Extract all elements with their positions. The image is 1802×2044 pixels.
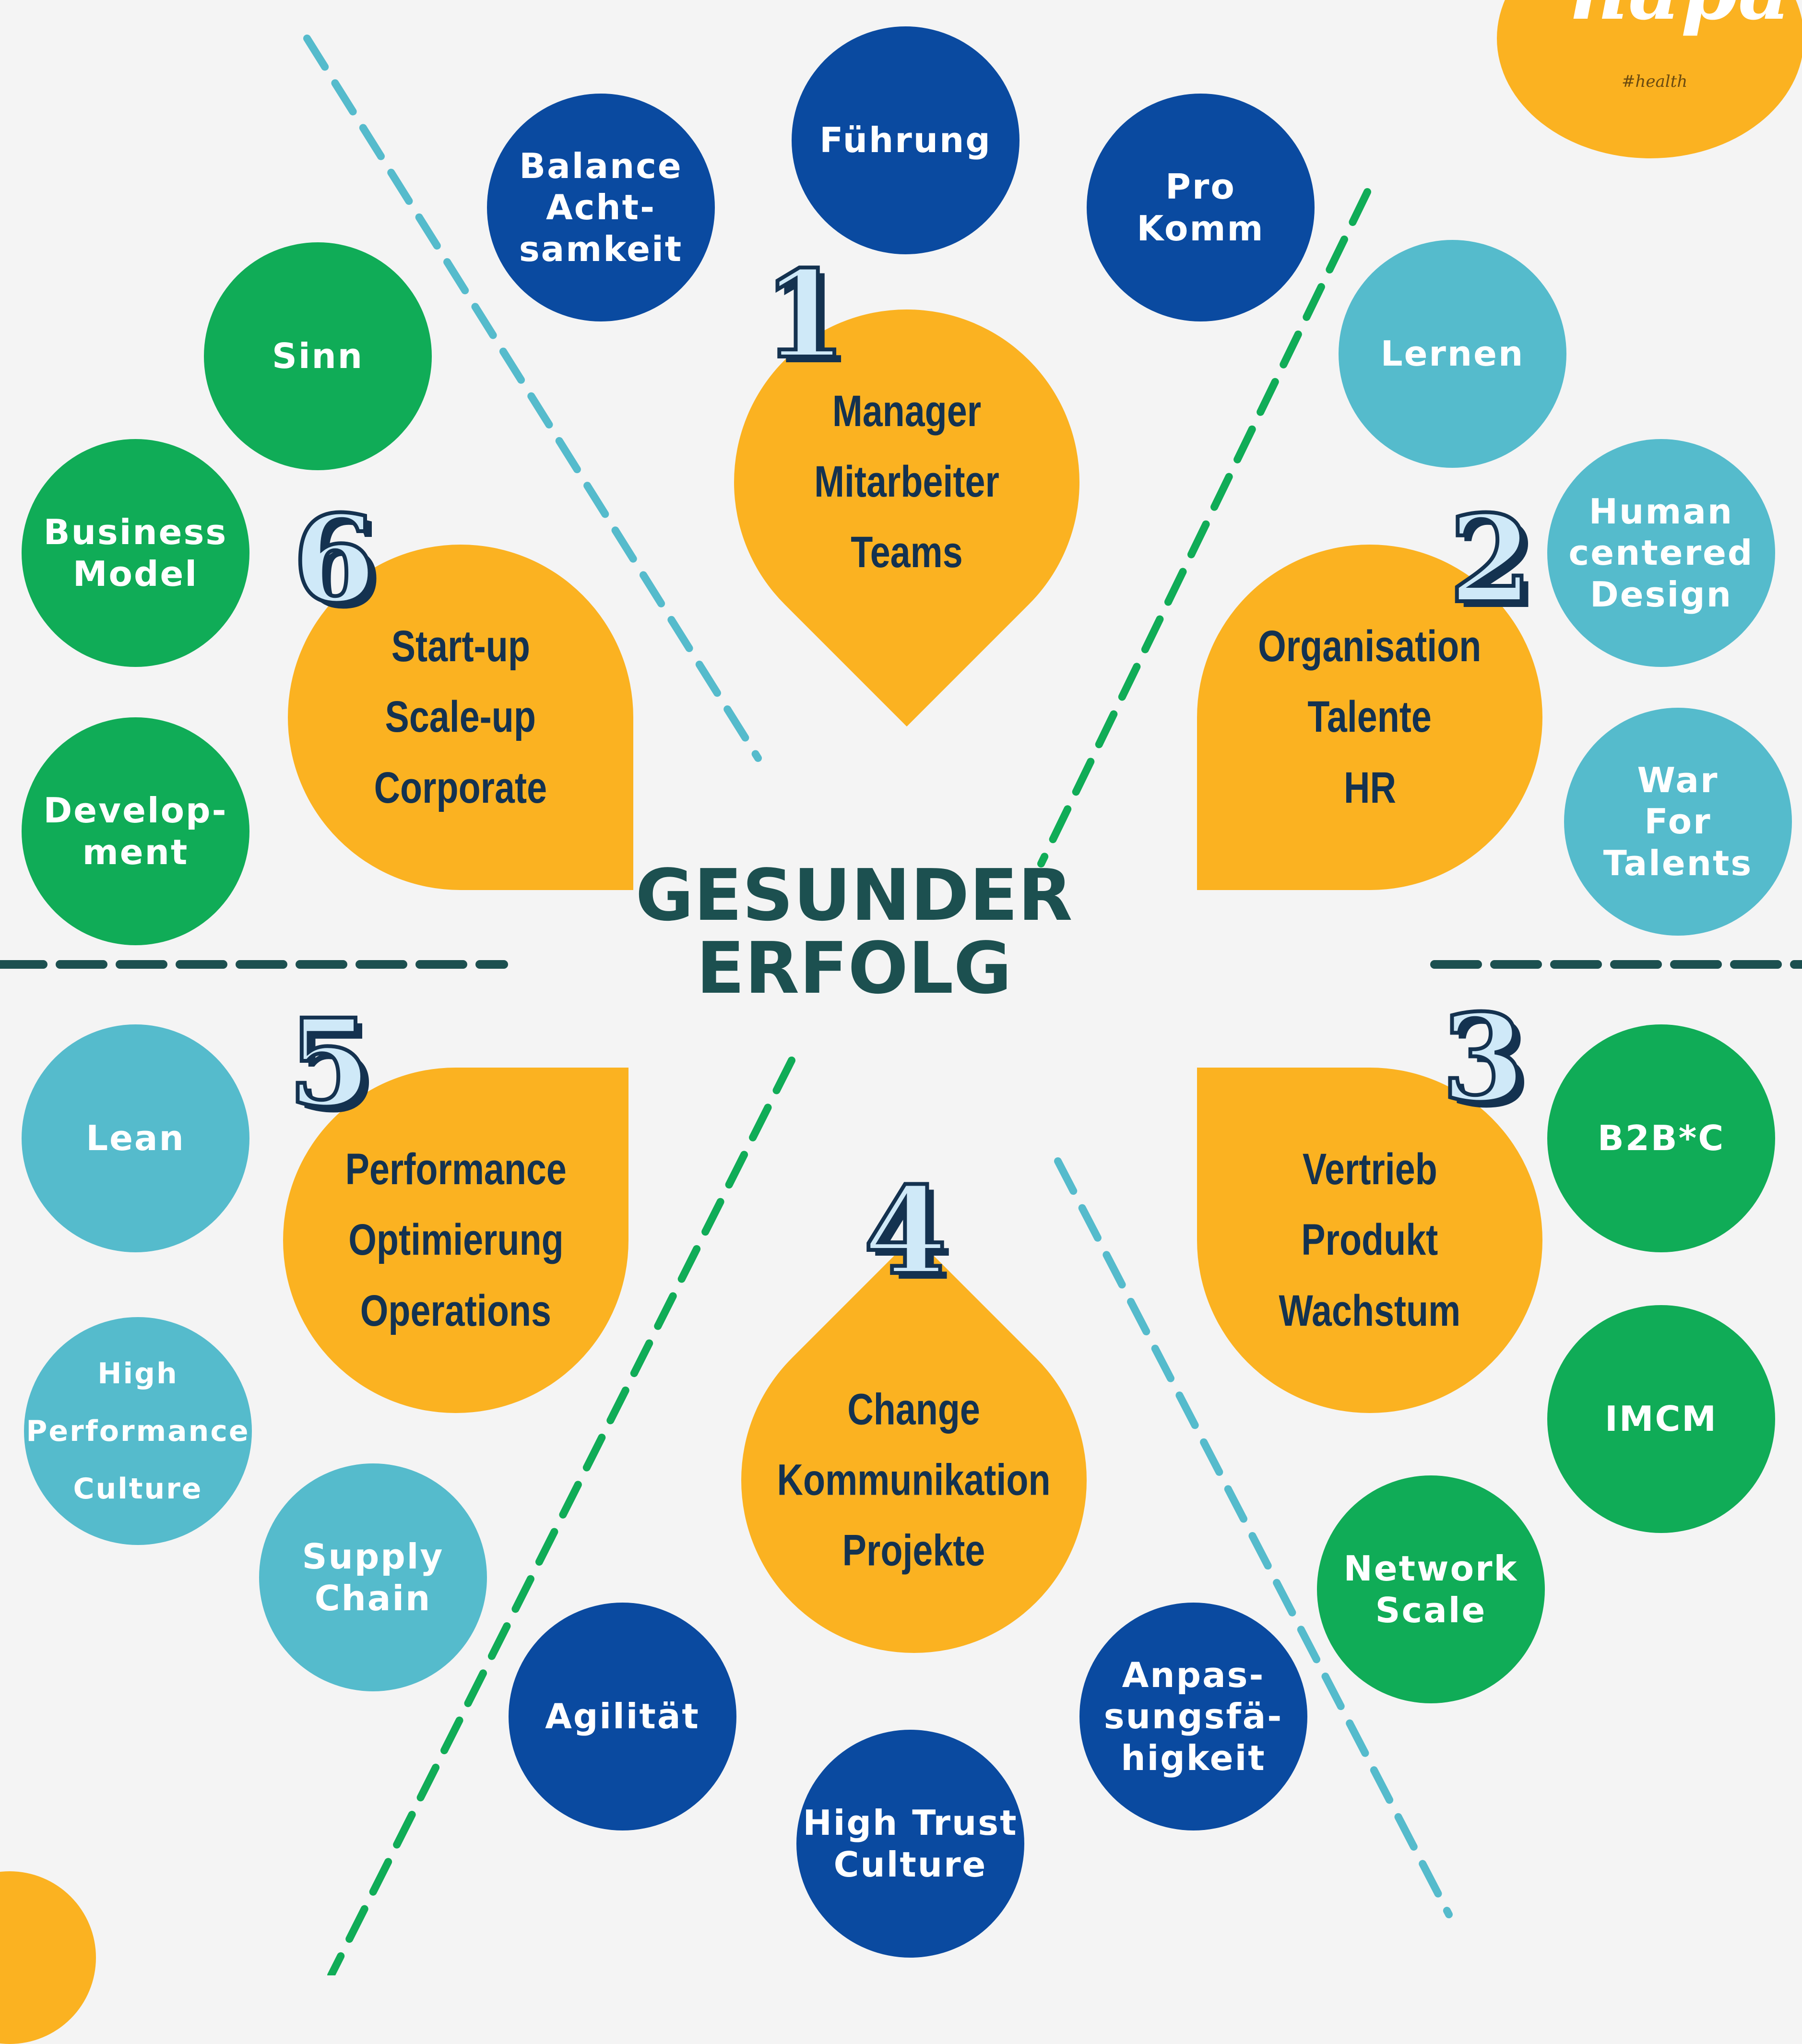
section-3-number: 3	[1440, 987, 1527, 1129]
section-2-line3: HR	[1343, 763, 1396, 812]
divider-line	[1037, 188, 1371, 868]
divider-lines	[0, 35, 1802, 1975]
brand-logo-tagline: #health	[1622, 72, 1688, 91]
section-2-drop: Organisation Talente HR	[1197, 545, 1542, 890]
divider-line	[303, 35, 762, 762]
topic-lean: Lean	[22, 1024, 249, 1252]
section-4-line2: Kommunikation	[777, 1455, 1051, 1505]
topic-fuehrung: Führung	[792, 26, 1020, 254]
section-4-number: 4	[862, 1160, 949, 1301]
section-3-line2: Produkt	[1301, 1215, 1438, 1265]
section-2-number: 2	[1447, 488, 1534, 630]
topic-agilitaet: Agilität	[509, 1603, 736, 1830]
center-title-line1: GESUNDER	[635, 854, 1073, 937]
divider-line	[1054, 1157, 1453, 1918]
topic-development: Develop- ment	[22, 717, 249, 945]
topic-balance-achtsamkeit: Balance Acht- samkeit	[487, 94, 715, 321]
topic-supply-chain: Supply Chain	[259, 1463, 487, 1691]
section-2-line1: Organisation	[1258, 622, 1482, 671]
section-4-line1: Change	[847, 1385, 981, 1434]
brand-logo-word: napa	[1569, 0, 1791, 38]
section-6-drop: Start-up Scale-up Corporate	[288, 545, 633, 890]
topic-imcm: IMCM	[1547, 1305, 1775, 1533]
section-3-line3: Wachstum	[1279, 1286, 1461, 1335]
section-6-line3: Corporate	[374, 763, 547, 812]
section-5-line2: Optimierung	[348, 1215, 564, 1265]
section-1-line3: Teams	[851, 528, 963, 577]
topic-war-for-talents: War For Talents	[1564, 708, 1792, 936]
section-5-line3: Operations	[360, 1286, 552, 1335]
section-3-line1: Vertrieb	[1302, 1145, 1437, 1194]
section-5-line1: Performance	[345, 1145, 567, 1194]
topic-human-centered-design: Human centered Design	[1547, 439, 1775, 667]
section-1-line2: Mitarbeiter	[814, 457, 999, 507]
topic-high-performance-culture: High Performance Culture	[24, 1317, 252, 1545]
section-6-line1: Start-up	[391, 622, 530, 671]
section-1-number: 1	[761, 244, 848, 385]
section-5-drop: Performance Optimierung Operations	[283, 1068, 628, 1413]
topic-sinn: Sinn	[204, 242, 432, 470]
divider-line	[327, 1057, 795, 1975]
center-title-line2: ERFOLG	[696, 927, 1012, 1010]
section-6-number: 6	[291, 488, 378, 630]
topic-high-trust-culture: High Trust Culture	[796, 1730, 1024, 1958]
section-3-drop: Vertrieb Produkt Wachstum	[1197, 1068, 1542, 1413]
topic-b2b2c: B2B*C	[1547, 1024, 1775, 1252]
section-6-line2: Scale-up	[385, 692, 536, 742]
section-4-line3: Projekte	[842, 1526, 985, 1575]
topic-anpassungsfaehigkeit: Anpas- sungsfä- higkeit	[1079, 1603, 1307, 1830]
topic-pro-komm: Pro Komm	[1087, 94, 1315, 321]
center-title: GESUNDER ERFOLG	[537, 859, 1171, 1005]
topic-business-model: Business Model	[22, 439, 249, 667]
topic-lernen: Lernen	[1339, 240, 1566, 468]
section-5-number: 5	[286, 992, 373, 1133]
section-1-line1: Manager	[832, 387, 982, 436]
topic-network-scale: Network Scale	[1317, 1475, 1545, 1703]
section-2-line2: Talente	[1307, 692, 1432, 742]
